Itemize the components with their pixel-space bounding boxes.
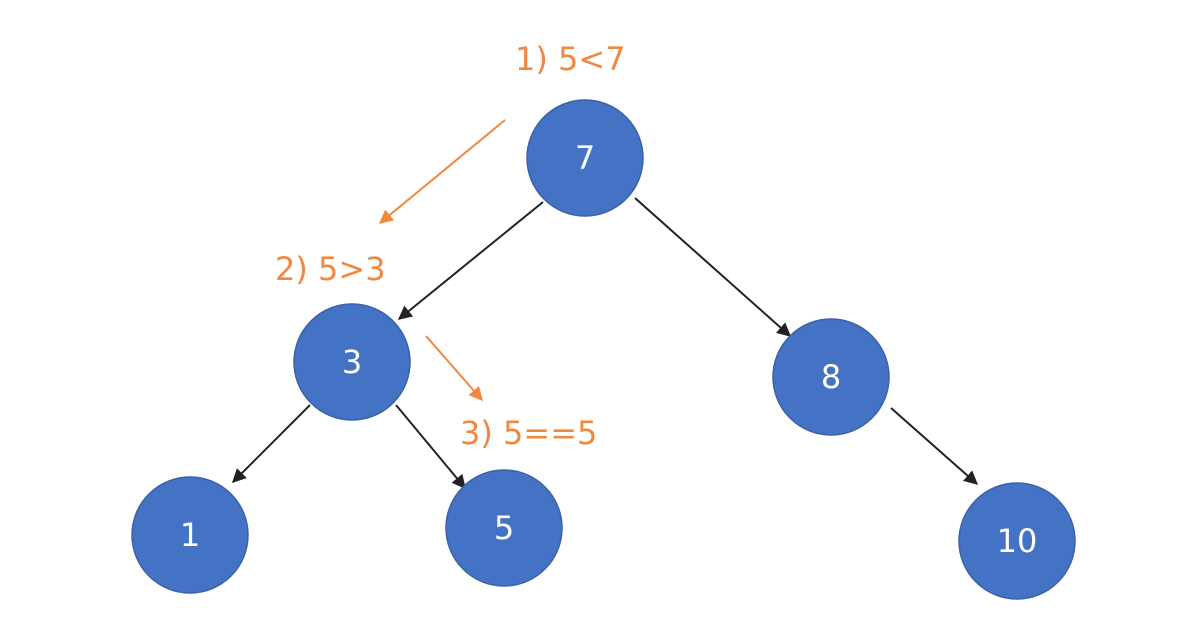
edge-3-to-1 — [232, 404, 311, 483]
node-10-label: 10 — [997, 522, 1038, 560]
node-8-label: 8 — [821, 358, 841, 396]
step-3-label: 3) 5==5 — [460, 414, 597, 452]
step-1-arrow — [378, 119, 506, 224]
node-10: 10 — [958, 482, 1076, 600]
node-3-label: 3 — [342, 343, 362, 381]
edge-3-to-5 — [395, 404, 466, 490]
node-7-label: 7 — [575, 139, 595, 177]
step-2-label: 2) 5>3 — [275, 250, 386, 288]
node-1: 1 — [131, 476, 249, 594]
step-1-label: 1) 5<7 — [515, 40, 626, 78]
node-5-label: 5 — [494, 509, 514, 547]
node-7: 7 — [526, 99, 644, 217]
step-3-arrow — [425, 335, 483, 402]
node-3: 3 — [293, 303, 411, 421]
node-8: 8 — [772, 318, 890, 436]
edge-7-to-3 — [397, 201, 544, 320]
node-1-label: 1 — [180, 516, 200, 554]
edge-8-to-10 — [890, 407, 979, 485]
edge-7-to-8 — [634, 197, 792, 337]
node-5: 5 — [445, 469, 563, 587]
